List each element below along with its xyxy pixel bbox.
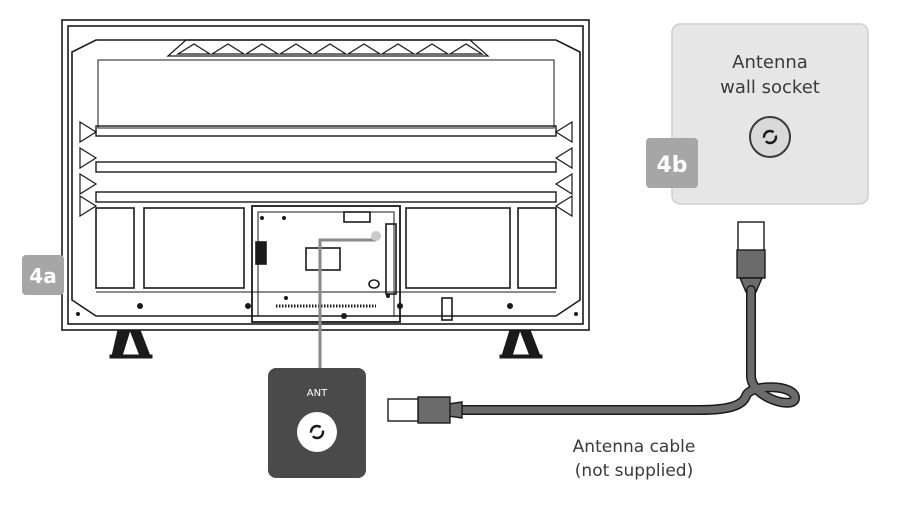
ant-port-callout-line [318,238,376,372]
ant-port-closeup: ANT [268,368,366,478]
step-badge-4a: 4a [22,255,64,295]
step-badge-4b-label: 4b [656,153,687,178]
connector-plug-icon-tv-end [387,396,463,424]
ant-connector-icon [297,412,337,452]
connector-plug-icon [736,221,766,293]
cable-caption-line1: Antenna cable [573,437,696,457]
step-badge-4b: 4b [646,138,698,188]
antenna-cable [387,221,801,424]
antenna-wall-socket-panel: Antenna wall socket [671,23,869,205]
ant-port-label: ANT [307,388,328,399]
step-badge-4a-label: 4a [29,264,56,288]
socket-title-line1: Antenna [732,52,808,73]
cable-caption-line2: (not supplied) [575,461,693,481]
wall-socket-icon [749,116,791,158]
tv-stand-left [109,329,153,359]
tv-back-panel [61,19,590,331]
tv-stand-right [499,329,543,359]
ant-port-marker [371,231,381,241]
socket-title-line2: wall socket [720,77,820,98]
